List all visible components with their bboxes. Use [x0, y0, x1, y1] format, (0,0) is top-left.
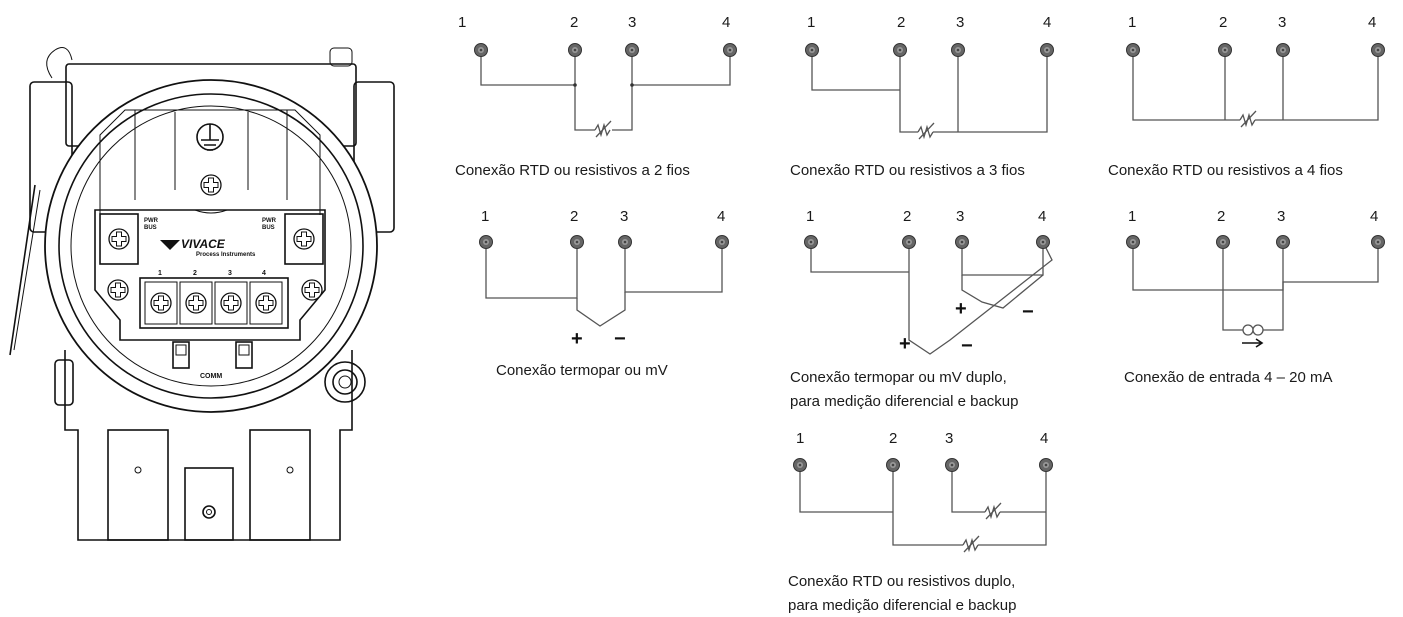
- panel-caption: Conexão RTD ou resistivos a 3 fios: [790, 162, 1025, 179]
- terminal-3-icon: [1276, 235, 1290, 249]
- terminal-number: 2: [1217, 208, 1225, 225]
- terminal-number: 2: [570, 208, 578, 225]
- terminal-number: 1: [1128, 208, 1136, 225]
- terminal-number: 1: [481, 208, 489, 225]
- terminal-3-icon: [951, 43, 965, 57]
- terminal-number: 1: [807, 14, 815, 31]
- transmitter-housing-illustration: [9, 47, 395, 541]
- panel-caption-line-2: para medição diferencial e backup: [790, 393, 1018, 410]
- device-brand-subtitle: Process Instruments: [196, 252, 256, 258]
- terminal-2-icon: [570, 235, 584, 249]
- terminal-number: 3: [620, 208, 628, 225]
- panel-4-20ma: 1 2 3 4 Conexão de entrada 4 – 20 mA: [1124, 208, 1385, 386]
- device-terminal-number: 3: [228, 270, 232, 277]
- panel-rtd-3-wire: 1 2 3 4 Conexão RTD ou resistivos a 3 fi…: [790, 14, 1054, 179]
- minus-sign: −: [1022, 301, 1034, 323]
- terminal-number: 3: [956, 14, 964, 31]
- bus-label-left: BUS: [144, 225, 157, 231]
- terminal-number: 1: [806, 208, 814, 225]
- device-brand-logo: VIVACE: [181, 237, 226, 251]
- terminal-number: 3: [628, 14, 636, 31]
- terminal-1-icon: [805, 43, 819, 57]
- pwr-label-left: PWR: [144, 218, 159, 224]
- panel-caption: Conexão de entrada 4 – 20 mA: [1124, 369, 1332, 386]
- terminal-1-icon: [479, 235, 493, 249]
- panel-rtd-2-wire: 1 2 3 4 Conexão RTD ou resistivos a 2 fi…: [455, 14, 737, 179]
- minus-sign: −: [614, 328, 626, 350]
- device-terminal-number: 1: [158, 270, 162, 277]
- terminal-number: 3: [956, 208, 964, 225]
- terminal-number: 4: [1040, 430, 1048, 447]
- terminal-number: 2: [570, 14, 578, 31]
- terminal-3-icon: [625, 43, 639, 57]
- terminal-4-icon: [1040, 43, 1054, 57]
- panel-dual-thermocouple: 1 2 3 4 + − + − Conexão termopar ou mV d…: [790, 208, 1053, 410]
- terminal-1-icon: [804, 235, 818, 249]
- terminal-number: 2: [897, 14, 905, 31]
- terminal-number: 2: [903, 208, 911, 225]
- panel-dual-rtd: 1 2 3 4 Conexão RTD ou resistivos duplo,…: [788, 430, 1053, 614]
- terminal-number: 1: [458, 14, 466, 31]
- terminal-4-icon: [723, 43, 737, 57]
- terminal-1-icon: [1126, 43, 1140, 57]
- terminal-4-icon: [1371, 235, 1385, 249]
- terminal-number: 4: [1038, 208, 1046, 225]
- panel-caption: Conexão RTD ou resistivos a 4 fios: [1108, 162, 1343, 179]
- bus-label-right: BUS: [262, 225, 275, 231]
- terminal-number: 1: [796, 430, 804, 447]
- panel-caption-line-1: Conexão termopar ou mV duplo,: [790, 369, 1007, 386]
- terminal-number: 1: [1128, 14, 1136, 31]
- terminal-number: 4: [722, 14, 730, 31]
- terminal-4-icon: [1039, 458, 1053, 472]
- terminal-number: 2: [1219, 14, 1227, 31]
- device-terminal-number: 4: [262, 270, 266, 277]
- terminal-2-icon: [886, 458, 900, 472]
- panel-caption-line-1: Conexão RTD ou resistivos duplo,: [788, 573, 1015, 590]
- terminal-number: 3: [1278, 14, 1286, 31]
- panel-caption: Conexão termopar ou mV: [496, 362, 668, 379]
- terminal-4-icon: [715, 235, 729, 249]
- terminal-number: 4: [1043, 14, 1051, 31]
- panel-rtd-4-wire: 1 2 3 4 Conexão RTD ou resistivos a 4 fi…: [1108, 14, 1385, 179]
- panel-thermocouple: 1 2 3 4 + − Conexão termopar ou mV: [479, 208, 729, 379]
- terminal-3-icon: [955, 235, 969, 249]
- terminal-number: 4: [1368, 14, 1376, 31]
- terminal-1-icon: [1126, 235, 1140, 249]
- panel-caption: Conexão RTD ou resistivos a 2 fios: [455, 162, 690, 179]
- terminal-3-icon: [1276, 43, 1290, 57]
- terminal-number: 3: [1277, 208, 1285, 225]
- terminal-number: 3: [945, 430, 953, 447]
- terminal-1-icon: [793, 458, 807, 472]
- terminal-2-icon: [1218, 43, 1232, 57]
- plus-sign: +: [899, 333, 911, 355]
- pwr-label-right: PWR: [262, 218, 277, 224]
- terminal-2-icon: [568, 43, 582, 57]
- terminal-3-icon: [945, 458, 959, 472]
- device-terminal-number: 2: [193, 270, 197, 277]
- terminal-2-icon: [902, 235, 916, 249]
- plus-sign: +: [955, 298, 967, 320]
- panel-caption-line-2: para medição diferencial e backup: [788, 597, 1016, 614]
- terminal-1-icon: [474, 43, 488, 57]
- terminal-2-icon: [893, 43, 907, 57]
- terminal-4-icon: [1036, 235, 1050, 249]
- terminal-number: 2: [889, 430, 897, 447]
- terminal-3-icon: [618, 235, 632, 249]
- plus-sign: +: [571, 328, 583, 350]
- terminal-2-icon: [1216, 235, 1230, 249]
- terminal-number: 4: [717, 208, 725, 225]
- comm-label: COMM: [200, 373, 222, 380]
- terminal-4-icon: [1371, 43, 1385, 57]
- terminal-number: 4: [1370, 208, 1378, 225]
- minus-sign: −: [961, 335, 973, 357]
